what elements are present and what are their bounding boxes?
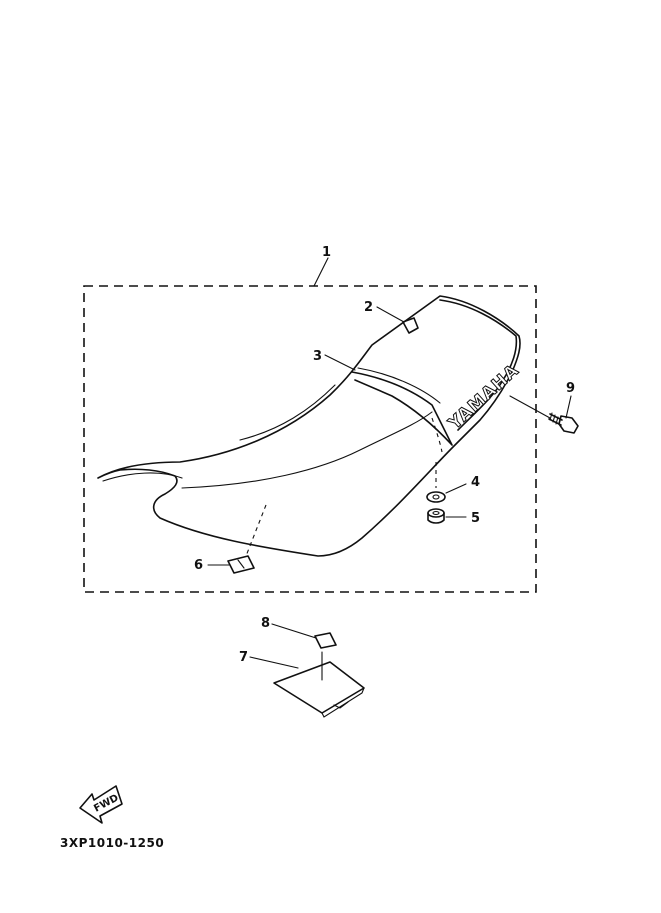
bolt-thread — [549, 412, 559, 425]
callout-3: 3 — [313, 349, 322, 364]
bracket-tab — [237, 559, 245, 569]
washer-inner — [432, 494, 440, 500]
part-2-clip: 2 — [364, 300, 419, 334]
plate-edge — [321, 687, 365, 718]
part-6-bracket: 6 — [194, 504, 267, 574]
seat-cushion-contour — [239, 384, 336, 441]
nut-top — [427, 508, 445, 518]
callout-8: 8 — [261, 616, 270, 631]
seat-outline — [97, 295, 521, 557]
part-code: 3XP1010-1250 — [60, 836, 164, 850]
callout-9: 9 — [566, 381, 575, 396]
seat-side-panel — [439, 299, 518, 431]
clip-shape — [402, 317, 419, 334]
leader-line-3 — [324, 354, 356, 371]
callout-2: 2 — [364, 300, 373, 315]
bracket-shape — [227, 555, 255, 574]
callout-1: 1 — [322, 245, 331, 260]
leader-line-1 — [313, 257, 329, 287]
part-8-pad: 8 — [261, 616, 337, 681]
assembly-boundary — [83, 285, 537, 593]
part-7-plate: 7 — [239, 650, 365, 718]
callout-6: 6 — [194, 558, 203, 573]
callout-4: 4 — [471, 475, 480, 490]
fwd-arrow-shape — [79, 785, 123, 824]
leader-line-9 — [565, 395, 572, 419]
callout-5: 5 — [471, 511, 480, 526]
fwd-arrow: FWD — [79, 785, 123, 824]
part-9-bolt: 9 — [509, 381, 579, 434]
bolt-axis-leader — [509, 395, 551, 419]
pad-shape — [314, 632, 337, 649]
nut-body — [427, 512, 445, 524]
part-5-nut: 5 — [427, 508, 480, 526]
bracket-axis — [245, 504, 267, 557]
leader-line-2 — [376, 306, 405, 323]
seat-tail-inner — [102, 472, 183, 482]
callout-7: 7 — [239, 650, 248, 665]
leader-line-7 — [249, 656, 299, 669]
seat-strap-edge — [357, 367, 441, 404]
seat-stitching — [431, 417, 443, 453]
plate-shape — [273, 661, 365, 714]
nut-hole — [432, 510, 440, 516]
plate-tab — [333, 701, 349, 709]
seat-top-ridge — [181, 411, 433, 489]
leader-line-4 — [445, 483, 467, 494]
seat-brand-logo: YAMAHA — [444, 360, 523, 434]
fwd-label: FWD — [92, 793, 120, 815]
part-4-washer: 4 — [426, 475, 480, 503]
leader-line-8 — [271, 623, 317, 639]
washer-outer — [426, 491, 446, 503]
seat-strap — [351, 371, 453, 446]
bolt-head — [558, 415, 579, 434]
